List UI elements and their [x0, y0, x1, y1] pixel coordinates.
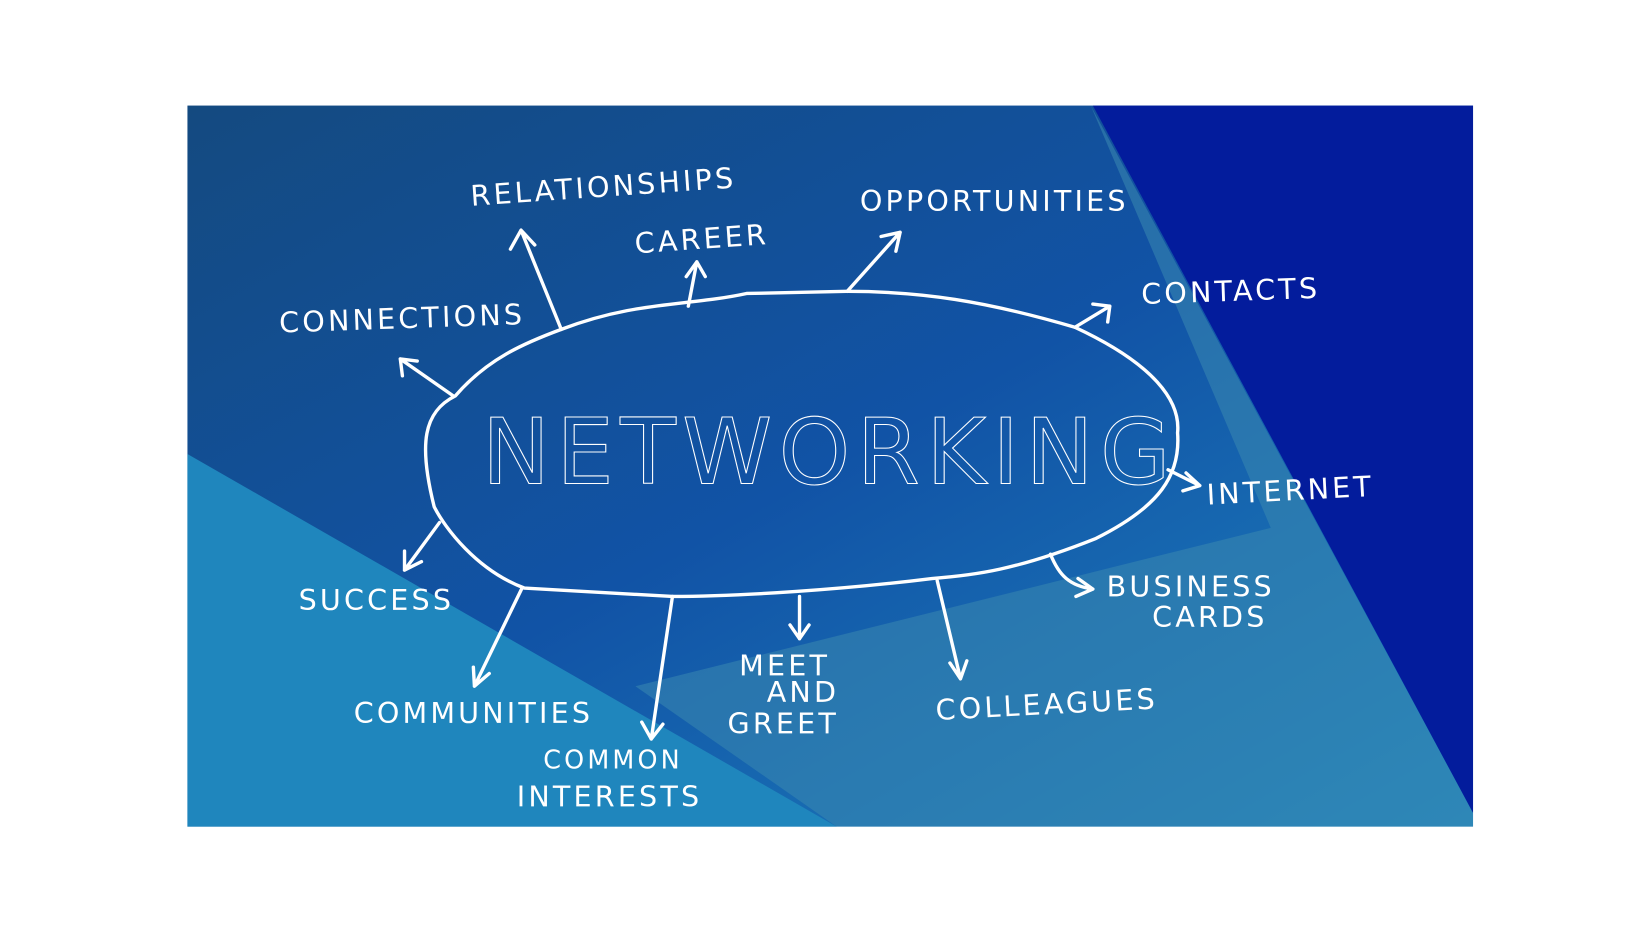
- arrow-colleagues-icon: [935, 578, 969, 681]
- arrow-common-interests-icon: [640, 594, 675, 741]
- arrow-success-icon: [402, 520, 442, 572]
- arrow-business-cards-icon: [1048, 552, 1095, 599]
- label-common-interests-line2: INTERESTS: [517, 781, 703, 814]
- arrow-internet-icon: [1166, 468, 1202, 493]
- label-success: SUCCESS: [299, 584, 455, 617]
- background-navy-band: [1092, 105, 1474, 813]
- label-opportunities: OPPORTUNITIES: [860, 185, 1129, 218]
- label-communities: COMMUNITIES: [354, 697, 593, 730]
- label-meet-and-greet-line3: GREET: [728, 708, 839, 741]
- background-pale-band: [635, 105, 1474, 827]
- label-meet-and-greet-line1: MEET: [739, 650, 830, 683]
- arrow-relationships-icon: [508, 228, 563, 332]
- label-common-interests-line1: COMMON: [543, 745, 683, 775]
- label-contacts: CONTACTS: [1141, 272, 1321, 311]
- background-light-band: [187, 453, 837, 827]
- label-business-cards-line2: CARDS: [1152, 601, 1267, 634]
- arrow-communities-icon: [471, 586, 524, 688]
- arrow-opportunities-icon: [845, 230, 902, 294]
- arrow-career-icon: [684, 260, 707, 308]
- label-business-cards-line1: BUSINESS: [1107, 571, 1275, 604]
- center-ellipse: [423, 289, 1180, 599]
- label-meet-and-greet-line2: AND: [767, 676, 839, 709]
- arrow-meet-and-greet-icon: [788, 594, 811, 641]
- arrow-contacts-icon: [1073, 302, 1112, 329]
- node-labels: RELATIONSHIPS CAREER OPPORTUNITIES CONNE…: [279, 161, 1375, 813]
- arrows: [398, 228, 1202, 741]
- arrow-connections-icon: [398, 357, 455, 398]
- center-label: NETWORKING: [482, 401, 1177, 506]
